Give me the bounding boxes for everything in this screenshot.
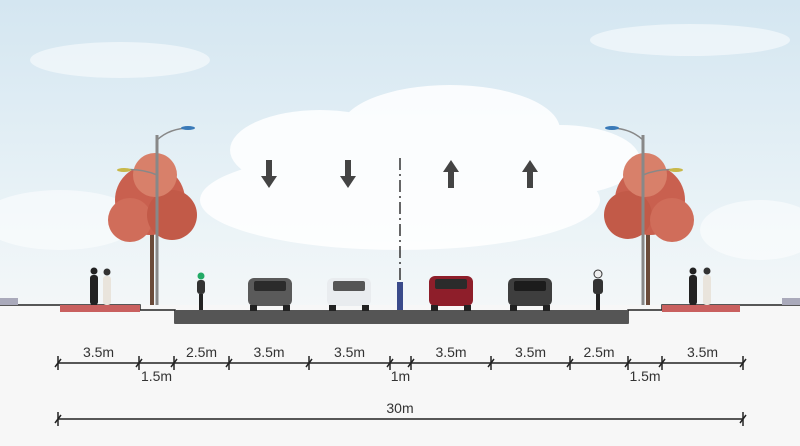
dimension-slash xyxy=(54,414,62,424)
dimension-slash xyxy=(225,358,233,368)
dimension-label-top: 2.5m xyxy=(186,344,217,360)
dimension-slash xyxy=(658,358,666,368)
right-curb-bench xyxy=(782,298,800,305)
dimension-slash xyxy=(170,358,178,368)
road-surface xyxy=(175,310,628,323)
dimension-slash xyxy=(624,358,632,368)
car-lane-2 xyxy=(327,278,371,311)
car-lane-1 xyxy=(248,278,292,311)
clouds xyxy=(0,24,800,260)
median-bollard xyxy=(397,282,403,310)
dimension-label-top: 3.5m xyxy=(687,344,718,360)
dimension-slash xyxy=(135,358,143,368)
lane-arrow-up-icon xyxy=(522,160,538,188)
dimension-slash xyxy=(739,358,747,368)
right-sidewalk-paving xyxy=(662,305,740,312)
right-pedestrians xyxy=(689,267,711,305)
right-cyclist xyxy=(593,269,603,310)
lane-arrow-up-icon xyxy=(443,160,459,188)
car-lane-3 xyxy=(429,276,473,311)
dimension-slash xyxy=(386,358,394,368)
right-street-lamp xyxy=(605,126,683,305)
left-sidewalk-paving xyxy=(60,305,140,312)
dimension-slash xyxy=(54,358,62,368)
dimension-slash xyxy=(407,358,415,368)
dimension-label-top: 3.5m xyxy=(435,344,466,360)
car-lane-4 xyxy=(508,278,552,311)
dimension-label-top: 3.5m xyxy=(515,344,546,360)
left-curb-bench xyxy=(0,298,18,305)
dimension-slash xyxy=(487,358,495,368)
lane-arrows xyxy=(261,160,538,188)
right-tree xyxy=(604,153,694,305)
dimension-labels: 3.5m 2.5m 3.5m 3.5m 3.5m 3.5m 2.5m 3.5m 1.5m 1m 1.… xyxy=(83,344,718,416)
left-pedestrians xyxy=(90,267,111,305)
dimension-label-bottom: 1.5m xyxy=(141,368,172,384)
dimension-label-top: 3.5m xyxy=(83,344,114,360)
lane-arrow-down-icon xyxy=(340,160,356,188)
dimension-label-total: 30m xyxy=(386,400,413,416)
dimension-label-top: 3.5m xyxy=(253,344,284,360)
lane-arrow-down-icon xyxy=(261,160,277,188)
dimension-label-bottom: 1.5m xyxy=(629,368,660,384)
dimension-lines xyxy=(54,356,747,426)
dimension-slash xyxy=(566,358,574,368)
dimension-label-bottom: 1m xyxy=(391,368,410,384)
ground-section xyxy=(0,298,800,446)
dimension-label-top: 2.5m xyxy=(583,344,614,360)
dimension-slash xyxy=(305,358,313,368)
left-cyclist xyxy=(197,272,205,310)
dimension-label-top: 3.5m xyxy=(334,344,365,360)
dimension-slash xyxy=(739,414,747,424)
left-street-lamp xyxy=(117,126,195,305)
